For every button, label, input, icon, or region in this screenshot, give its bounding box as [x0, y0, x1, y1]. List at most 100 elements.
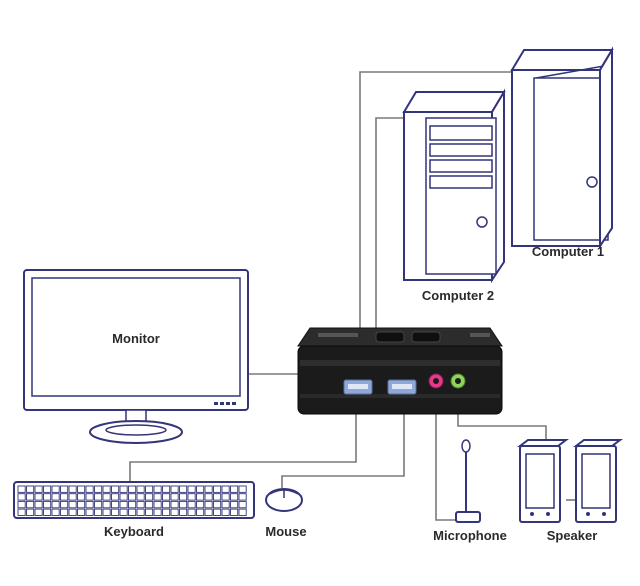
monitor-led-1: [214, 402, 218, 405]
keyboard-keys: [17, 485, 247, 516]
keyboard-key: [230, 508, 239, 516]
cable-keyboard: [129, 392, 357, 482]
keyboard-key: [187, 493, 196, 501]
keyboard-key: [196, 493, 205, 501]
keyboard-key: [26, 508, 35, 516]
keyboard-key: [187, 508, 196, 516]
keyboard-key: [128, 485, 137, 493]
keyboard-key: [170, 500, 179, 509]
keyboard-key: [43, 508, 52, 516]
keyboard-key: [179, 485, 188, 493]
keyboard-key: [94, 508, 103, 516]
keyboard-key: [60, 485, 69, 493]
monitor-led-3: [226, 402, 230, 405]
keyboard-key: [102, 508, 111, 516]
keyboard-key: [221, 500, 230, 509]
keyboard-key: [26, 493, 35, 501]
monitor-label: Monitor: [112, 331, 160, 346]
keyboard-key: [17, 493, 26, 501]
keyboard-key: [230, 485, 239, 493]
keyboard-key: [34, 493, 43, 501]
keyboard: [13, 481, 255, 519]
keyboard-key: [162, 500, 171, 509]
keyboard-key: [102, 485, 111, 493]
keyboard-key: [153, 493, 162, 501]
keyboard-key: [94, 485, 103, 493]
keyboard-key: [238, 500, 247, 509]
monitor: [23, 269, 249, 444]
keyboard-key: [162, 485, 171, 493]
keyboard-key: [170, 508, 179, 516]
keyboard-key: [128, 508, 137, 516]
keyboard-key: [26, 485, 35, 493]
keyboard-key: [162, 493, 171, 501]
keyboard-key: [119, 508, 128, 516]
keyboard-key: [213, 508, 222, 516]
keyboard-key: [85, 485, 94, 493]
keyboard-key: [85, 493, 94, 501]
keyboard-key: [60, 500, 69, 509]
computer-1: [510, 46, 614, 250]
keyboard-key: [94, 493, 103, 501]
speakers: [517, 439, 623, 523]
keyboard-key: [238, 493, 247, 501]
keyboard-key: [85, 500, 94, 509]
keyboard-key: [34, 500, 43, 509]
keyboard-key: [221, 493, 230, 501]
keyboard-key: [170, 493, 179, 501]
monitor-led-4: [232, 402, 236, 405]
keyboard-key: [111, 508, 120, 516]
keyboard-key: [60, 493, 69, 501]
mouse-label: Mouse: [265, 524, 306, 539]
keyboard-key: [119, 485, 128, 493]
keyboard-key: [145, 485, 154, 493]
keyboard-key: [51, 500, 60, 509]
keyboard-key: [136, 500, 145, 509]
speaker-right: [573, 439, 623, 523]
kvm-switch: [297, 327, 503, 415]
keyboard-key: [136, 493, 145, 501]
kvm-select-button-2: [411, 331, 441, 343]
keyboard-key: [94, 500, 103, 509]
keyboard-key: [204, 493, 213, 501]
keyboard-label: Keyboard: [104, 524, 164, 539]
keyboard-key: [51, 493, 60, 501]
keyboard-key: [68, 508, 77, 516]
computer-2: [402, 88, 506, 284]
keyboard-key: [77, 508, 86, 516]
keyboard-key: [77, 485, 86, 493]
keyboard-key: [43, 485, 52, 493]
keyboard-key: [68, 500, 77, 509]
keyboard-key: [238, 485, 247, 493]
keyboard-key: [102, 500, 111, 509]
keyboard-key: [68, 485, 77, 493]
keyboard-key: [204, 500, 213, 509]
cable-computer2: [375, 117, 404, 330]
keyboard-key: [221, 508, 230, 516]
keyboard-key: [26, 500, 35, 509]
keyboard-key: [187, 485, 196, 493]
keyboard-key: [196, 485, 205, 493]
keyboard-key: [230, 500, 239, 509]
keyboard-key: [43, 500, 52, 509]
keyboard-key: [153, 500, 162, 509]
keyboard-key: [145, 493, 154, 501]
keyboard-key: [187, 500, 196, 509]
keyboard-key: [111, 485, 120, 493]
speaker-label: Speaker: [547, 528, 598, 543]
keyboard-key: [128, 500, 137, 509]
cable-mouse: [281, 392, 405, 488]
keyboard-key: [85, 508, 94, 516]
keyboard-key: [196, 508, 205, 516]
keyboard-key: [213, 485, 222, 493]
mouse: [265, 488, 303, 512]
keyboard-key: [60, 508, 69, 516]
keyboard-key: [153, 508, 162, 516]
keyboard-key: [162, 508, 171, 516]
keyboard-key: [111, 500, 120, 509]
keyboard-key: [17, 508, 26, 516]
kvm-select-button-1: [375, 331, 405, 343]
keyboard-key: [204, 485, 213, 493]
keyboard-key: [136, 508, 145, 516]
